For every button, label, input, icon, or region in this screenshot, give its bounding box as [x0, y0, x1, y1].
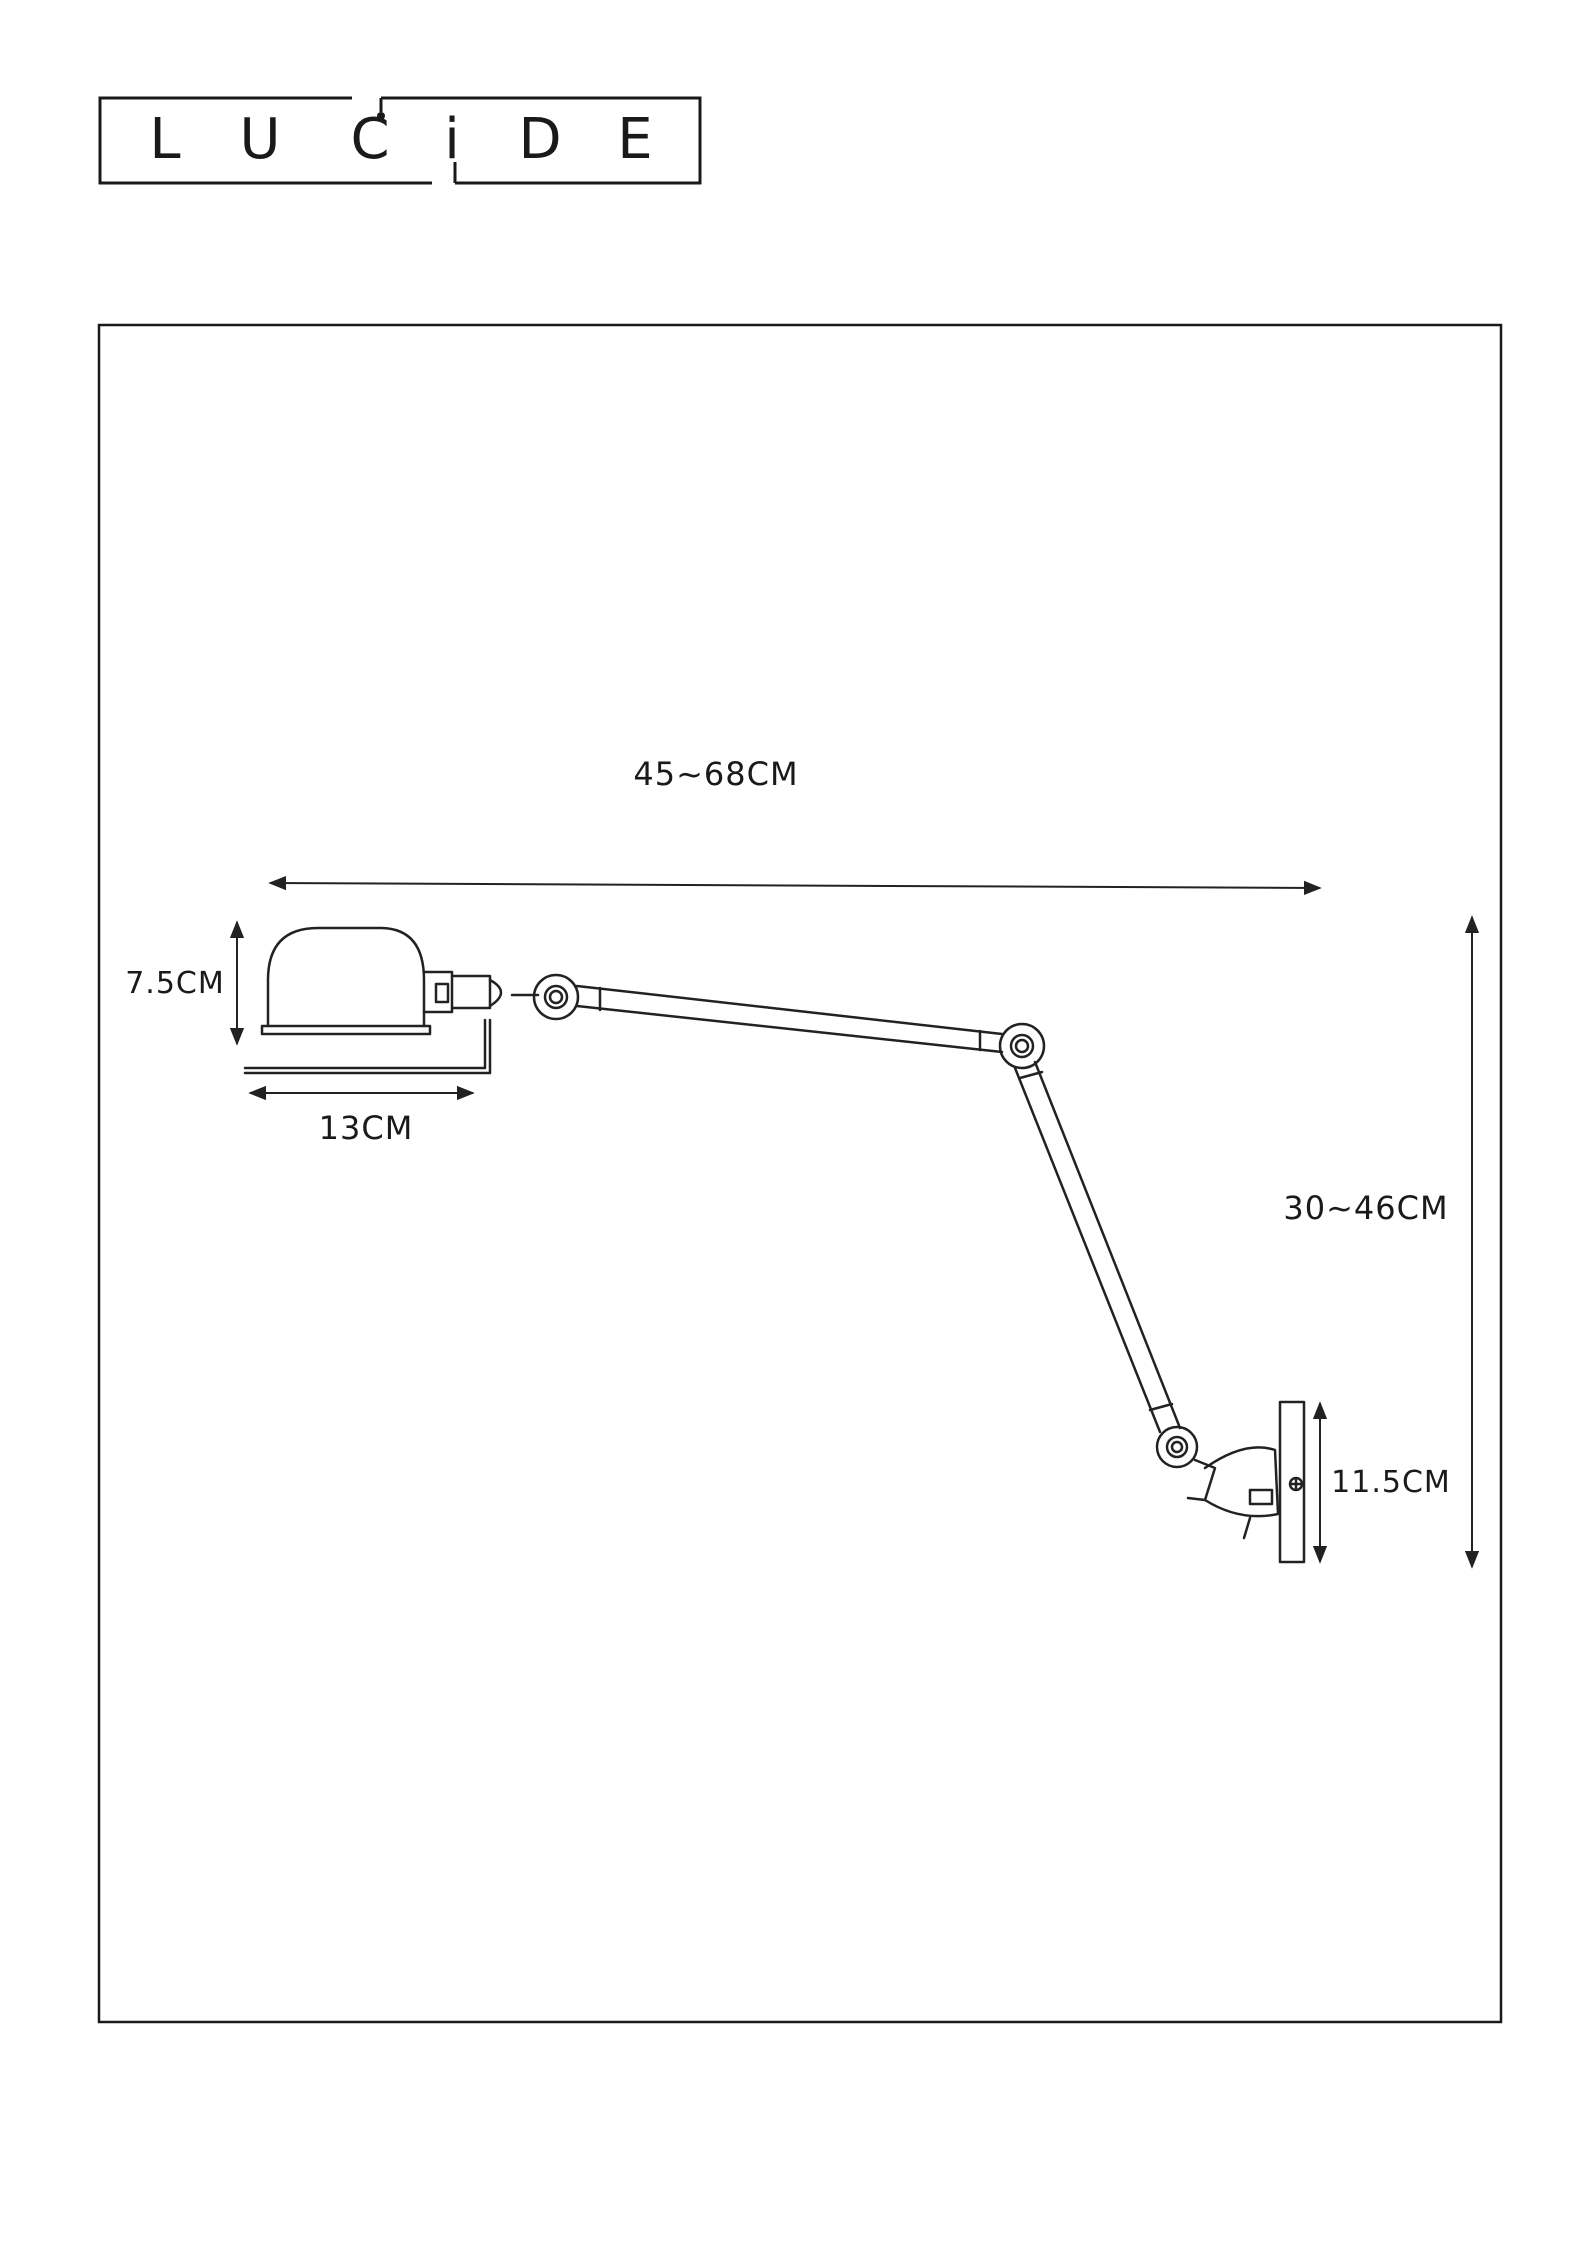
wall-bracket — [1188, 1460, 1215, 1500]
width-label: 45~68CM — [633, 755, 798, 793]
shade-width-label: 13CM — [319, 1109, 414, 1147]
logo-letter: C — [350, 107, 389, 172]
lamp-shade — [268, 928, 424, 1026]
logo-letter: D — [518, 107, 561, 172]
wall-lamp-outline — [245, 928, 1304, 1562]
logo-letter: U — [240, 107, 281, 172]
shade-hook — [245, 1020, 490, 1073]
logo-letter: L — [149, 107, 180, 172]
joint-3 — [1157, 1427, 1197, 1467]
height-label: 30~46CM — [1283, 1189, 1448, 1227]
drawing-frame — [99, 325, 1501, 2022]
width-dimension-line — [270, 883, 1320, 888]
upper-arm — [577, 986, 1002, 1052]
base-height-label: 11.5CM — [1331, 1465, 1451, 1500]
lucide-logo: L U C i D E — [100, 98, 700, 183]
shade-height-label: 7.5CM — [125, 966, 225, 1001]
logo-letter: E — [617, 107, 652, 172]
joint-2 — [1000, 1024, 1044, 1068]
logo-letter: i — [444, 107, 460, 172]
joint-1 — [534, 975, 578, 1019]
lower-arm — [1015, 1062, 1180, 1432]
